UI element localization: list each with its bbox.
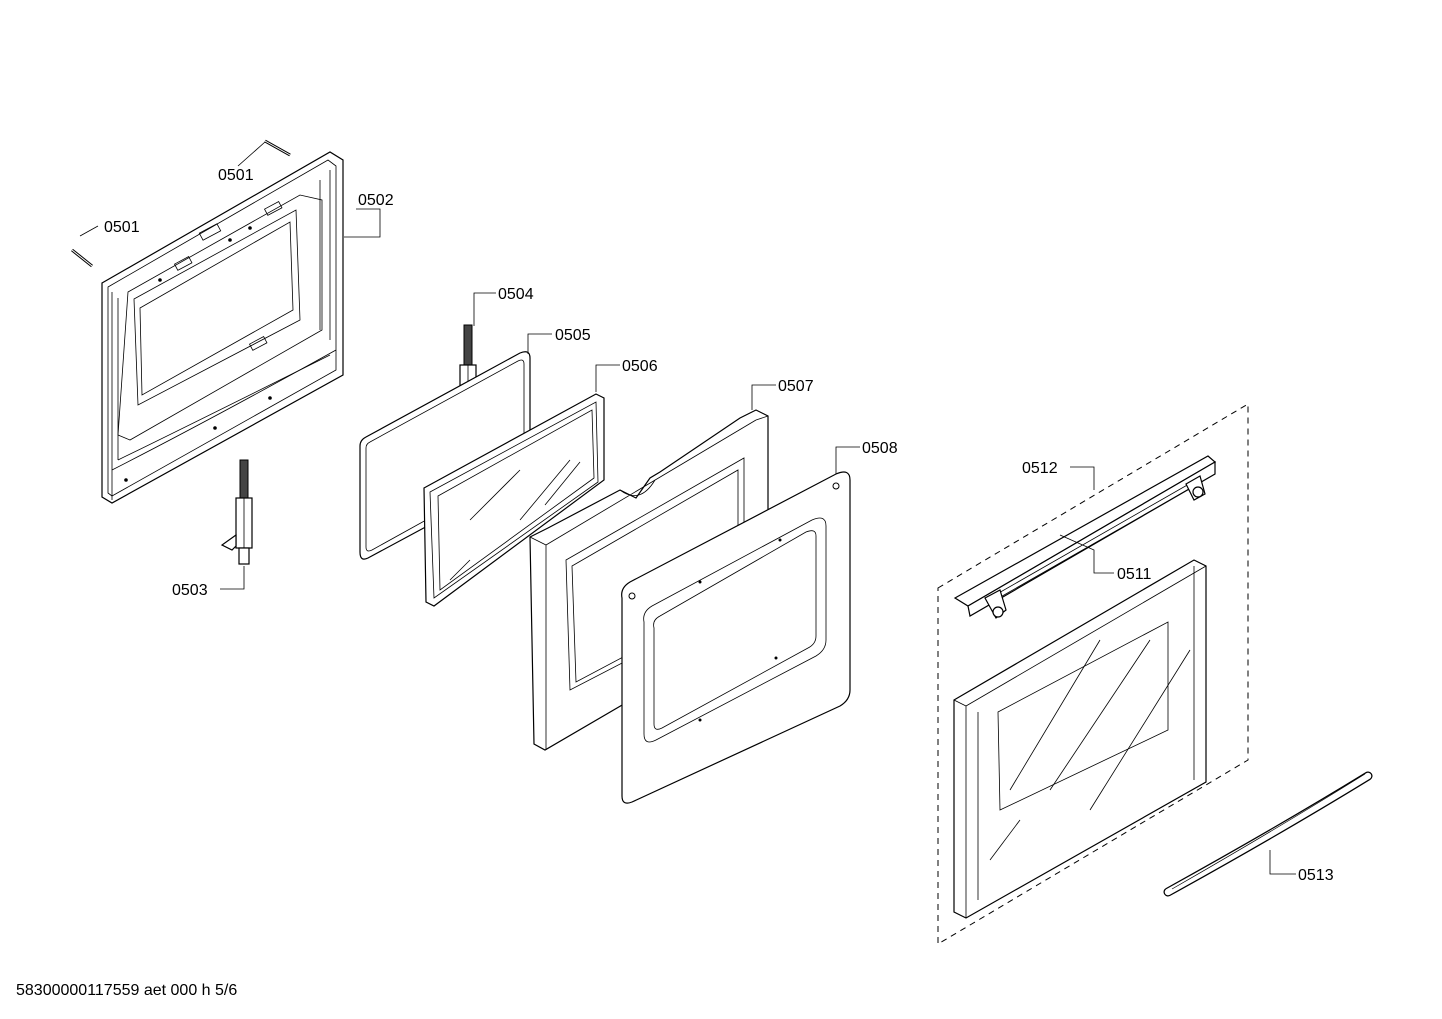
part-0501-pin-top xyxy=(264,139,291,157)
label-0506: 0506 xyxy=(622,358,658,375)
part-0513-handle xyxy=(1163,771,1373,897)
leader-0508 xyxy=(835,446,860,474)
label-0501-top: 0501 xyxy=(218,167,254,184)
label-0503: 0503 xyxy=(172,582,208,599)
leader-0505 xyxy=(527,333,552,354)
assembly-dashed-outline xyxy=(937,403,1249,945)
part-0508-outer-frame xyxy=(621,471,851,804)
leader-0511 xyxy=(1059,534,1114,574)
part-front-glass-door xyxy=(953,559,1207,919)
label-0508: 0508 xyxy=(862,440,898,457)
label-0507: 0507 xyxy=(778,378,814,395)
footer-document-id: 58300000117559 aet 000 h 5/6 xyxy=(16,982,238,999)
label-0501-left: 0501 xyxy=(104,219,140,236)
leader-0501-top xyxy=(237,141,266,167)
label-0512: 0512 xyxy=(1022,460,1058,477)
leader-0507 xyxy=(751,384,776,410)
label-0513: 0513 xyxy=(1298,867,1334,884)
leader-0502 xyxy=(344,208,381,238)
leader-0506 xyxy=(595,364,620,392)
label-0511: 0511 xyxy=(1117,566,1152,583)
leader-0504 xyxy=(473,292,496,326)
part-0506-glass-pane xyxy=(423,393,605,607)
part-0503-hinge xyxy=(220,459,253,565)
part-0502-door-frame xyxy=(101,151,344,504)
label-0505: 0505 xyxy=(555,327,591,344)
leader-0513 xyxy=(1269,850,1296,875)
leader-0501-left xyxy=(79,225,99,237)
leader-0512 xyxy=(1070,466,1095,490)
label-0502: 0502 xyxy=(358,192,394,209)
part-0501-pin-left xyxy=(71,248,93,268)
leader-0503 xyxy=(220,566,245,590)
part-0512-handle-bar xyxy=(953,455,1217,619)
label-0504: 0504 xyxy=(498,286,534,303)
